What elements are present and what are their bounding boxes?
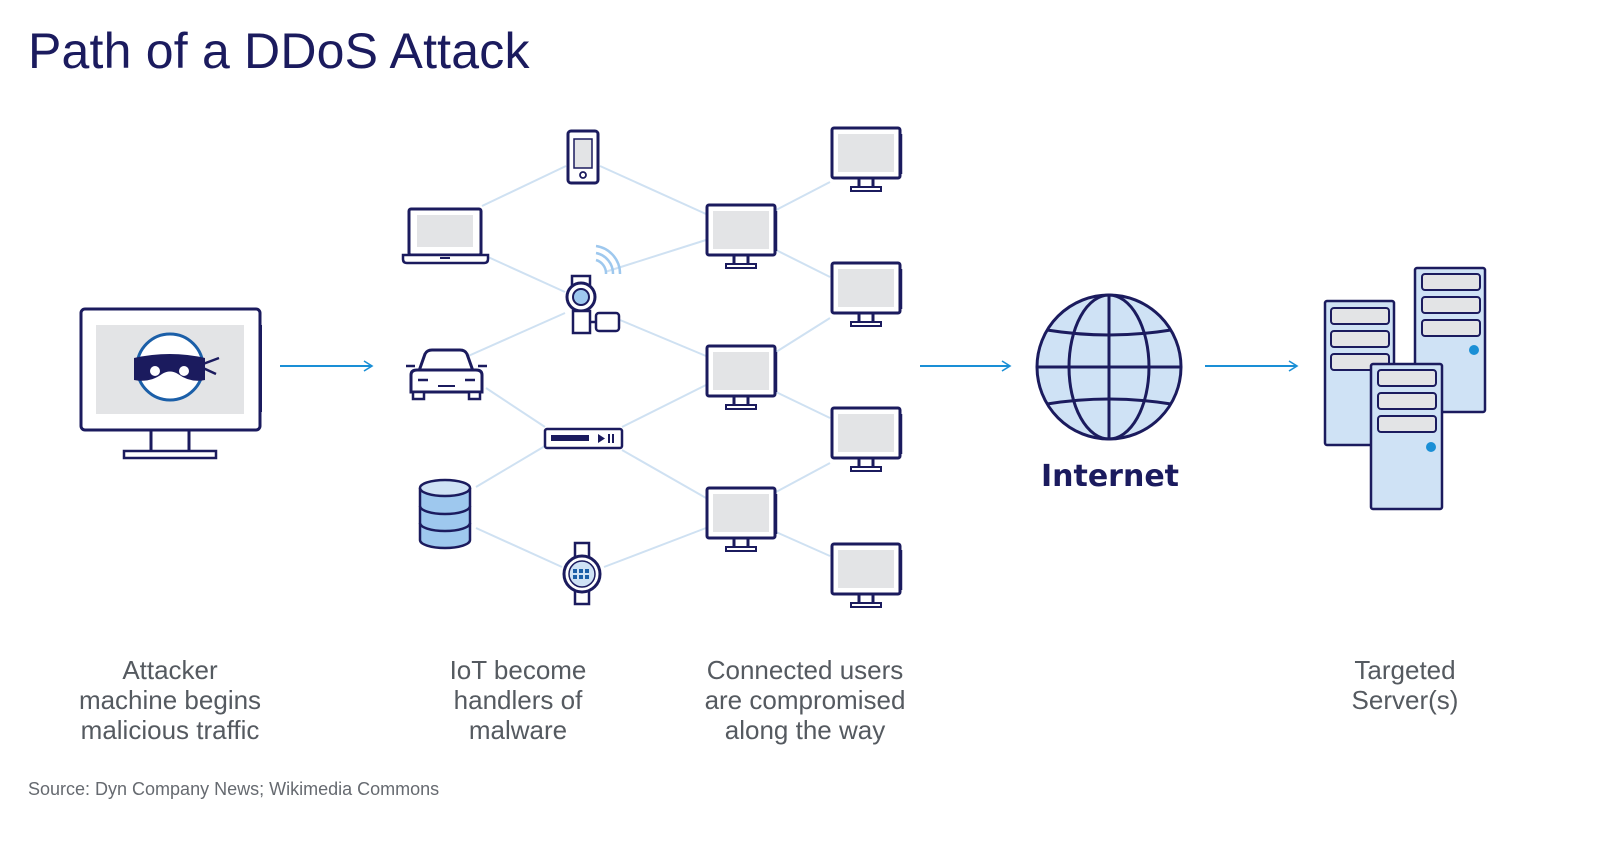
internet-label: Internet <box>1040 459 1180 494</box>
caption-line: Server(s) <box>1351 685 1459 715</box>
iot-caption: IoT become handlers of malware <box>418 655 618 745</box>
laptop-icon <box>401 207 490 265</box>
desktop-monitor-icon <box>830 406 903 473</box>
desktop-monitor-icon <box>705 203 778 270</box>
caption-line: malware <box>468 715 568 745</box>
caption-line: are compromised <box>704 685 906 715</box>
server-tower-icon <box>1369 362 1444 511</box>
desktop-monitor-icon <box>830 261 903 328</box>
desktop-monitor-icon <box>830 126 903 193</box>
car-icon <box>406 348 487 401</box>
caption-line: Attacker <box>122 655 218 685</box>
desktop-monitor-icon <box>705 344 778 411</box>
set-top-box-icon <box>543 427 624 450</box>
globe-icon <box>1035 293 1183 441</box>
masked-attacker-monitor-icon <box>79 307 262 460</box>
database-icon <box>418 478 472 550</box>
security-camera-icon <box>565 244 622 335</box>
caption-line: Connected users <box>706 655 904 685</box>
caption-line: malicious traffic <box>80 715 260 745</box>
attacker-caption: Attacker machine begins malicious traffi… <box>60 655 280 745</box>
caption-line: along the way <box>724 715 886 745</box>
desktop-monitor-icon <box>705 486 778 553</box>
caption-line: handlers of <box>453 685 583 715</box>
source-note: Source: Dyn Company News; Wikimedia Comm… <box>28 779 440 799</box>
smartphone-icon <box>566 129 600 185</box>
desktop-monitor-icon <box>830 542 903 609</box>
server-tower-icon <box>1413 266 1487 414</box>
servers-caption: Targeted Server(s) <box>1310 655 1500 715</box>
smartwatch-icon <box>562 541 602 606</box>
caption-line: machine begins <box>78 685 262 715</box>
users-caption: Connected users are compromised along th… <box>685 655 925 745</box>
caption-line: IoT become <box>449 655 587 685</box>
network-connections <box>465 165 831 568</box>
page-title: Path of a DDoS Attack <box>28 23 530 79</box>
caption-line: Targeted <box>1354 655 1456 685</box>
